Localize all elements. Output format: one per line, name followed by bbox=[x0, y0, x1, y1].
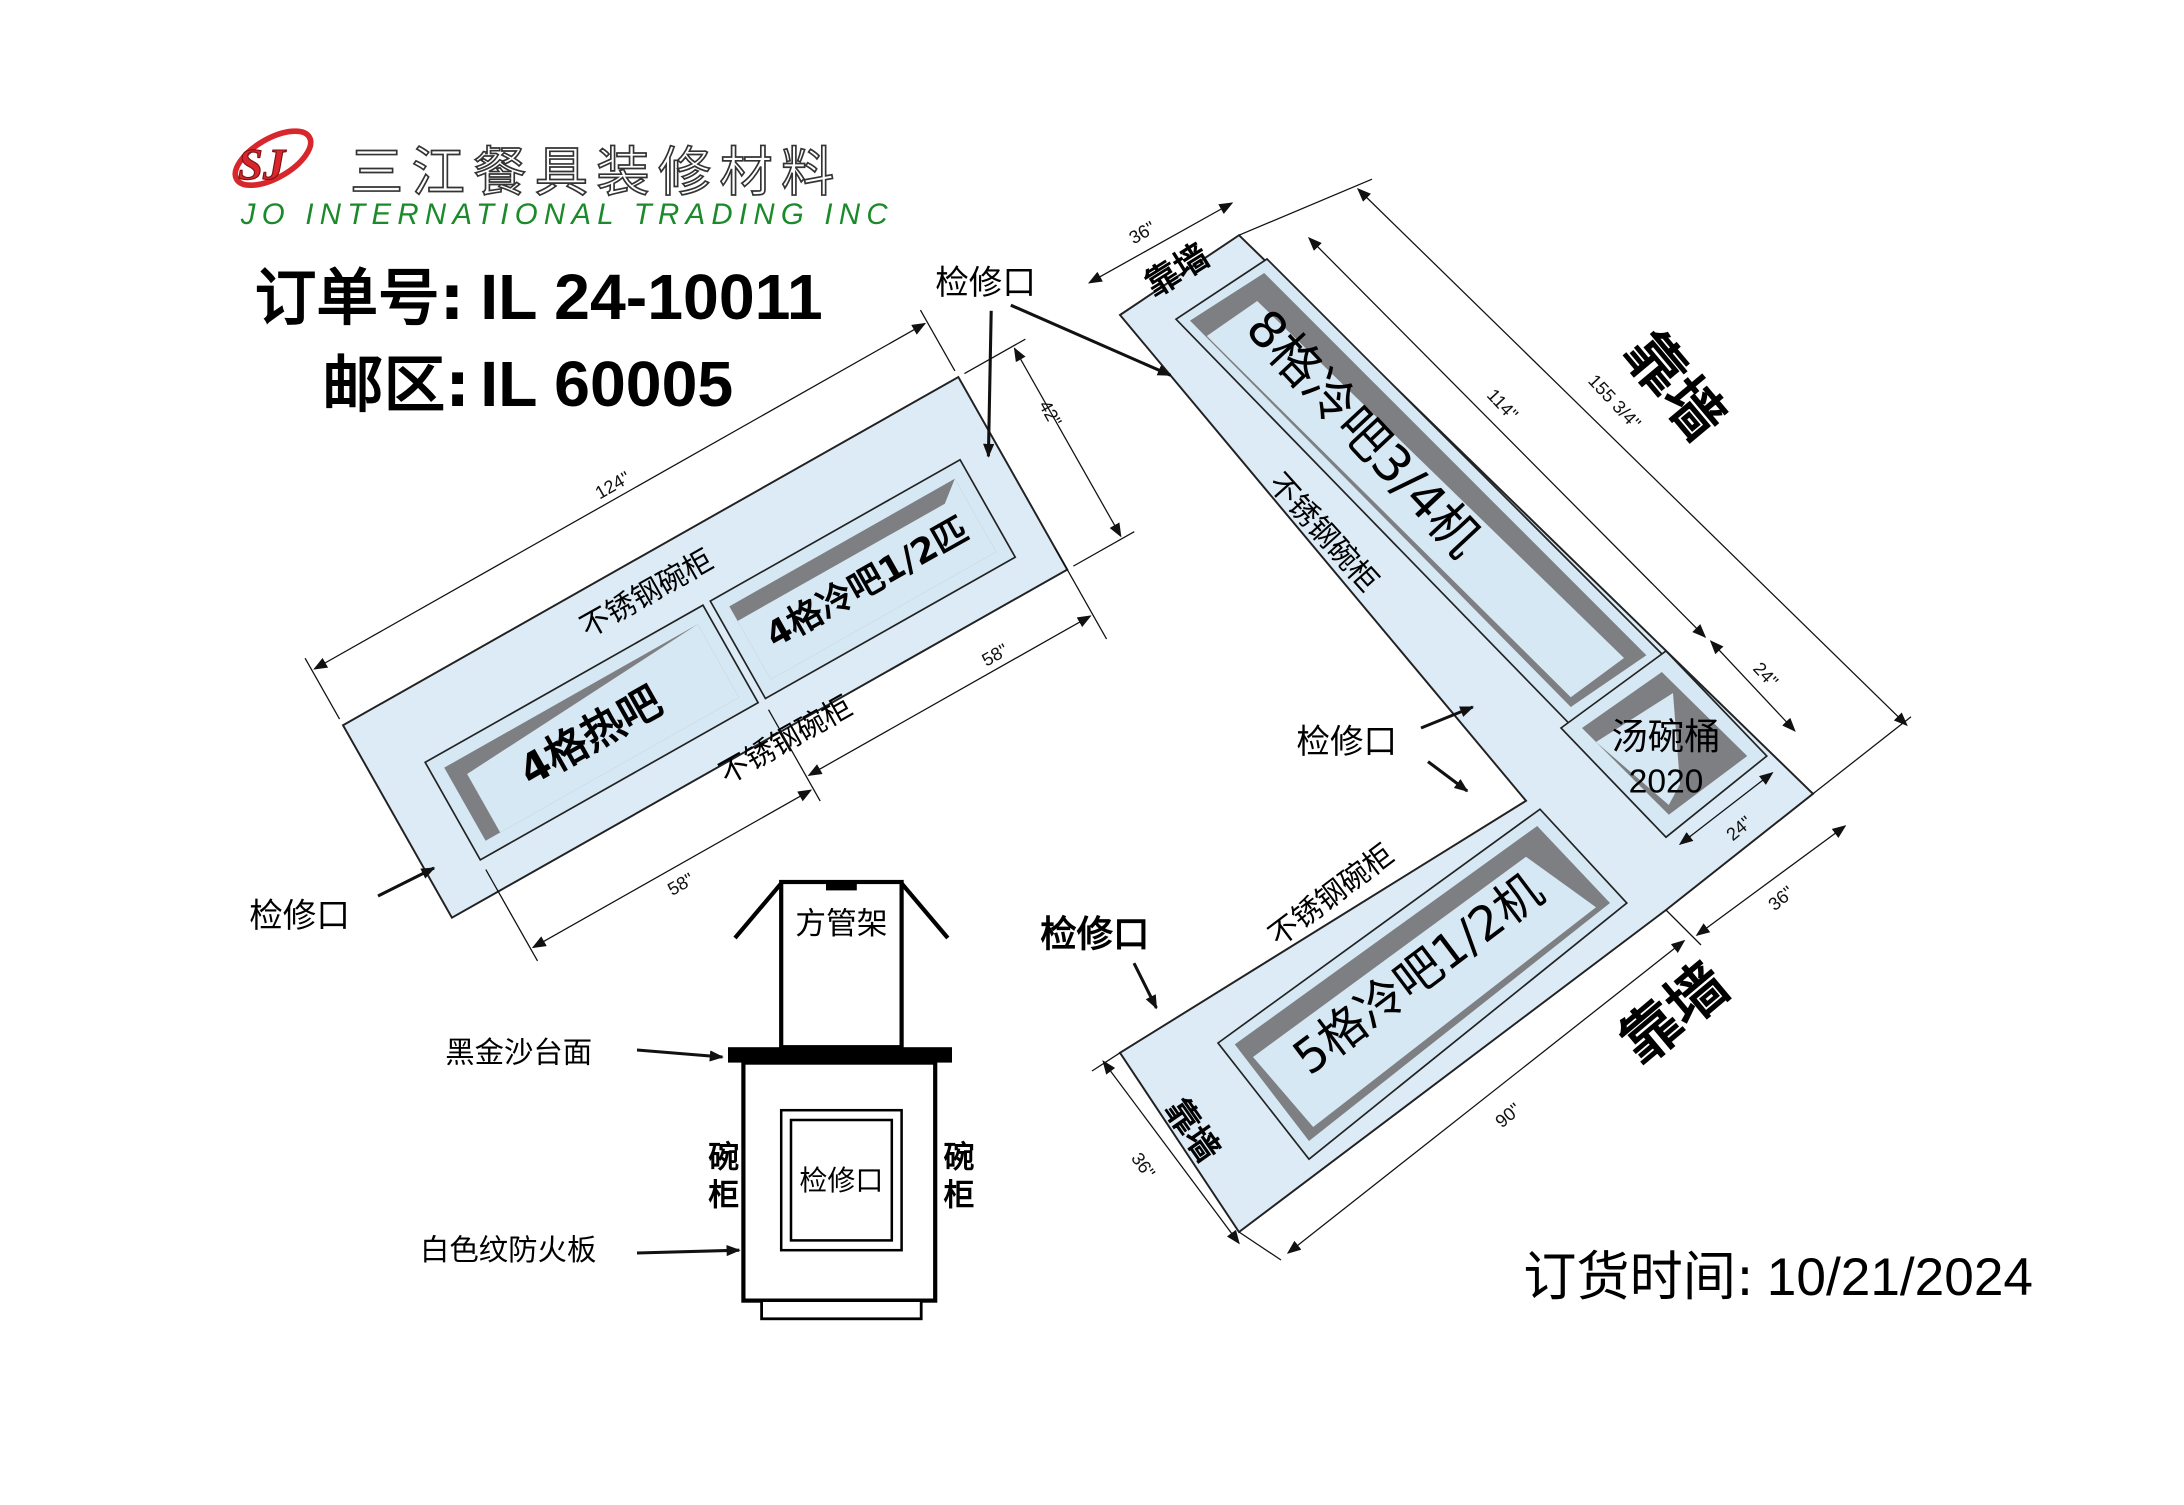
order-number-label: 订单号: bbox=[255, 262, 464, 334]
cabinet-right-label-2: 柜 bbox=[944, 1177, 975, 1213]
order-date: 订货时间: 10/21/2024 bbox=[1523, 1246, 2033, 1308]
right-l-counter: 8格冷吧3/4机 不锈钢碗柜 汤碗桶 2020 5格冷吧1/2机 不锈钢碗柜 3… bbox=[1087, 178, 1912, 1261]
soup-well-model: 2020 bbox=[1629, 763, 1704, 800]
cabinet-base bbox=[760, 1299, 923, 1321]
dim-42-line bbox=[1013, 347, 1122, 538]
zip-code: IL 60005 bbox=[480, 348, 733, 420]
black-granite-top bbox=[728, 1047, 952, 1063]
dim-90: 90" bbox=[1491, 1099, 1524, 1131]
dim-42: 42" bbox=[1035, 397, 1066, 430]
access-label-bottom: 检修口 bbox=[1040, 912, 1149, 955]
dim-top-36: 36" bbox=[1126, 217, 1159, 248]
access-door-label: 检修口 bbox=[799, 1164, 883, 1197]
logo-swoosh bbox=[232, 128, 314, 189]
order-info: 订单号: IL 24-10011 邮区: IL 60005 bbox=[255, 261, 823, 421]
cabinet-cross-section: 方管架 检修口 碗 柜 碗 柜 黑金沙台面 白色纹防火板 bbox=[420, 879, 975, 1321]
order-date-label: 订货时间: bbox=[1523, 1246, 1754, 1308]
access-label-middle: 检修口 bbox=[1296, 722, 1397, 761]
cabinet-left-label-1: 碗 bbox=[708, 1140, 739, 1176]
laminate-label: 白色纹防火板 bbox=[420, 1233, 596, 1267]
dim-124: 124" bbox=[592, 468, 634, 504]
dim-124-line bbox=[313, 322, 927, 670]
cabinet-left-label-2: 柜 bbox=[708, 1177, 739, 1213]
countertop-label: 黑金沙台面 bbox=[445, 1036, 592, 1070]
access-door[interactable] bbox=[779, 1108, 903, 1252]
dim-cold-line bbox=[807, 615, 1092, 776]
rack-label: 方管架 bbox=[795, 906, 887, 942]
order-number: IL 24-10011 bbox=[480, 261, 823, 333]
access-label-top: 检修口 bbox=[935, 263, 1036, 302]
cabinet-right-label-1: 碗 bbox=[944, 1140, 975, 1176]
logo-mark: SJ bbox=[238, 139, 287, 189]
soup-well-label: 汤碗桶 bbox=[1611, 715, 1720, 758]
dim-hot-line bbox=[531, 789, 813, 949]
left-counter: 4格热吧 4格冷吧1/2匹 不锈钢碗柜 不锈钢碗柜 124" 42" 58" 5… bbox=[304, 309, 1135, 962]
wall-label-lower-right: 靠墙 bbox=[1607, 949, 1741, 1077]
access-label-left: 检修口 bbox=[249, 896, 350, 935]
square-tube-rack bbox=[779, 879, 904, 1050]
dim-right-36: 36" bbox=[1764, 882, 1797, 914]
company-logo: SJ 三江餐具装修材料 JO INTERNATIONAL TRADING INC bbox=[232, 128, 889, 231]
dim-hot: 58" bbox=[664, 869, 697, 900]
logo-chinese-name: 三江餐具装修材料 bbox=[350, 141, 843, 203]
order-date-value: 10/21/2024 bbox=[1767, 1248, 2033, 1307]
zip-label: 邮区: bbox=[322, 349, 470, 421]
dim-cold: 58" bbox=[978, 640, 1011, 671]
logo-english-name: JO INTERNATIONAL TRADING INC bbox=[240, 198, 889, 231]
dim-bottom-36: 36" bbox=[1127, 1149, 1159, 1182]
